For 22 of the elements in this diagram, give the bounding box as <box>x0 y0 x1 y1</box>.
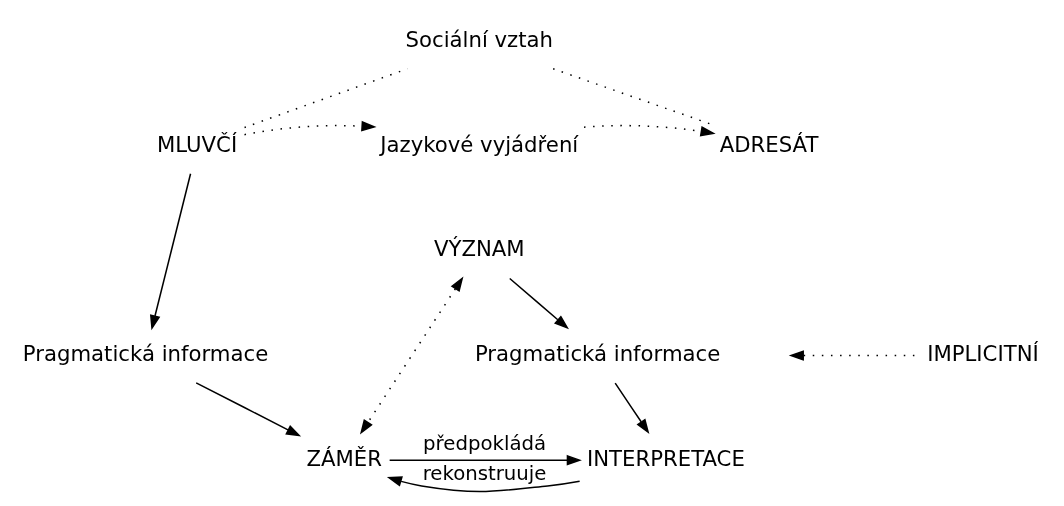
arrow <box>386 476 581 493</box>
node-text: IMPLICITNÍ <box>927 341 1039 367</box>
node-text: VÝZNAM <box>433 236 525 262</box>
node-text: ZÁMĚR <box>306 445 383 471</box>
node-text: ADRESÁT <box>719 131 819 157</box>
node-text: Sociální vztah <box>405 27 554 53</box>
node-text: Jazykové vyjádření <box>380 131 579 157</box>
node-text: MLUVČÍ <box>156 131 238 157</box>
connector <box>243 68 409 129</box>
arrow <box>509 277 569 330</box>
arrow <box>388 454 582 466</box>
arrow <box>149 172 192 331</box>
edge-label: předpokládá <box>423 432 547 456</box>
edge-label: rekonstruuje <box>422 462 547 486</box>
arrow <box>195 382 302 437</box>
arrow <box>359 276 464 435</box>
arrow <box>614 382 650 435</box>
arrow <box>243 120 377 136</box>
arrow <box>583 124 716 137</box>
node-text: Pragmatická informace <box>474 341 721 367</box>
node-text: INTERPRETACE <box>586 445 745 471</box>
node-text: Pragmatická informace <box>22 341 269 367</box>
